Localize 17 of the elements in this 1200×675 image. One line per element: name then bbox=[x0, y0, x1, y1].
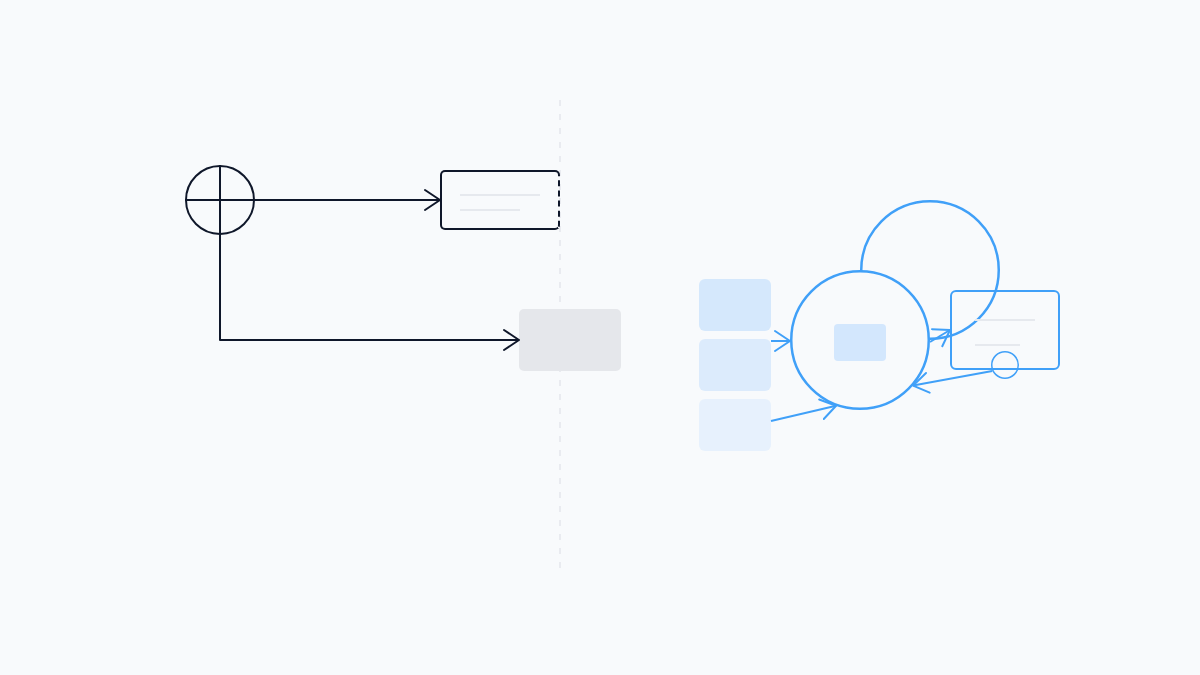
block bbox=[519, 309, 621, 371]
arrow bbox=[770, 330, 791, 352]
card bbox=[440, 170, 560, 230]
crosshair-circle bbox=[185, 165, 255, 235]
arrow bbox=[254, 189, 441, 211]
arrow bbox=[912, 369, 994, 394]
arrow bbox=[929, 328, 951, 348]
block bbox=[699, 339, 771, 391]
card bbox=[950, 290, 1060, 370]
small-circle bbox=[991, 351, 1019, 379]
block bbox=[699, 279, 771, 331]
arrow bbox=[770, 398, 838, 422]
block bbox=[699, 399, 771, 451]
block bbox=[834, 324, 886, 361]
circle-outline bbox=[860, 200, 1000, 340]
arrow bbox=[219, 234, 520, 351]
circle-node bbox=[790, 270, 930, 410]
